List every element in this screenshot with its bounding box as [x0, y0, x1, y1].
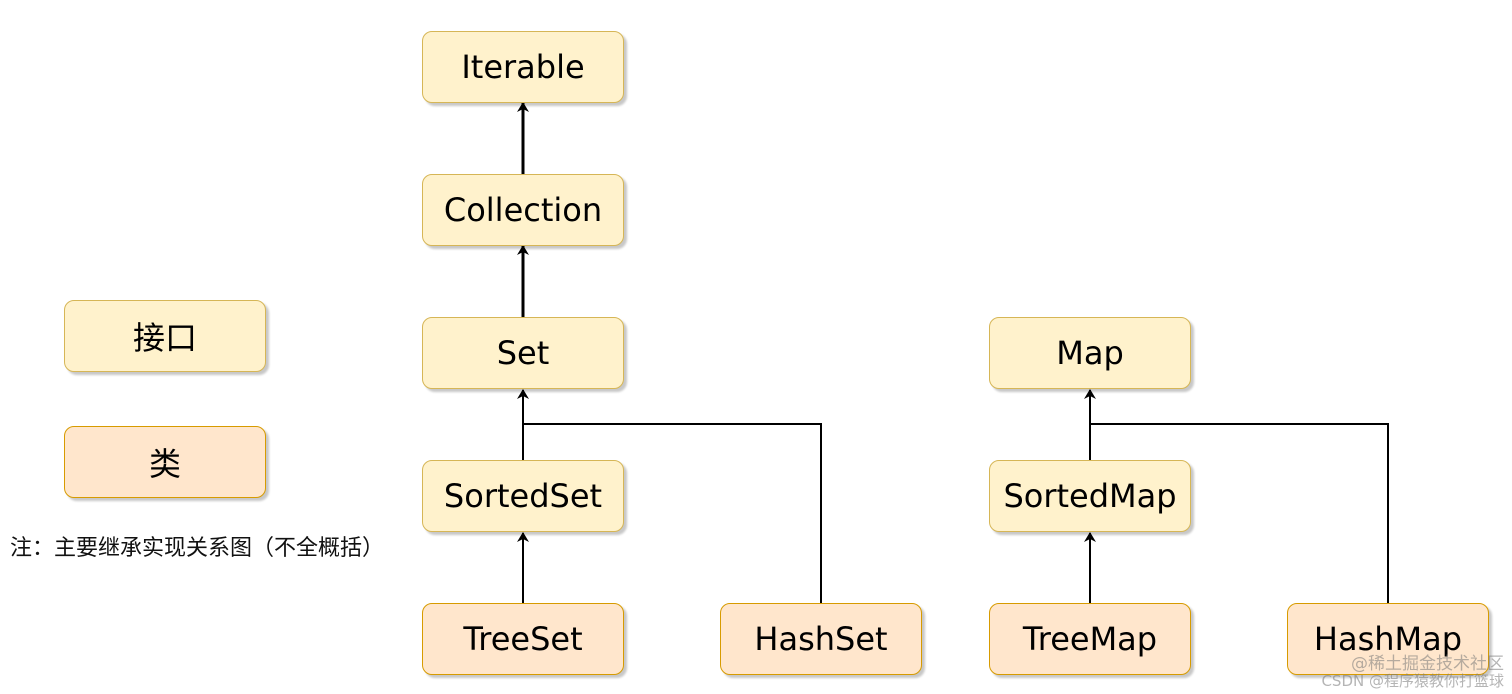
node-set-label: Set: [496, 334, 550, 372]
node-treemap-label: TreeMap: [1022, 620, 1158, 658]
edge-hashset-set: [523, 423, 822, 603]
node-hashmap: HashMap: [1287, 603, 1489, 675]
node-hashset-label: HashSet: [754, 620, 888, 658]
node-sortedset-label: SortedSet: [443, 477, 603, 515]
node-sortedset: SortedSet: [422, 460, 624, 532]
edge-hashmap-map: [1090, 423, 1389, 603]
legend-interface: 接口: [64, 300, 266, 372]
watermark-juejin: @稀土掘金技术社区: [1351, 654, 1504, 674]
node-iterable: Iterable: [422, 31, 624, 103]
node-hashset: HashSet: [720, 603, 922, 675]
node-map-label: Map: [1056, 334, 1124, 372]
node-sortedmap-label: SortedMap: [1003, 477, 1177, 515]
legend-class-label: 类: [148, 445, 181, 483]
node-iterable-label: Iterable: [461, 48, 585, 86]
node-collection: Collection: [422, 174, 624, 246]
legend-class: 类: [64, 426, 266, 498]
diagram-note: 注：主要继承实现关系图（不全概括）: [10, 536, 385, 561]
node-hashmap-label: HashMap: [1313, 620, 1463, 658]
node-collection-label: Collection: [443, 191, 603, 229]
node-treeset-label: TreeSet: [463, 620, 583, 658]
watermark-csdn: CSDN @程序猿教你打篮球: [1321, 672, 1504, 690]
node-map: Map: [989, 317, 1191, 389]
node-sortedmap: SortedMap: [989, 460, 1191, 532]
node-set: Set: [422, 317, 624, 389]
legend-interface-label: 接口: [132, 319, 197, 357]
node-treeset: TreeSet: [422, 603, 624, 675]
node-treemap: TreeMap: [989, 603, 1191, 675]
